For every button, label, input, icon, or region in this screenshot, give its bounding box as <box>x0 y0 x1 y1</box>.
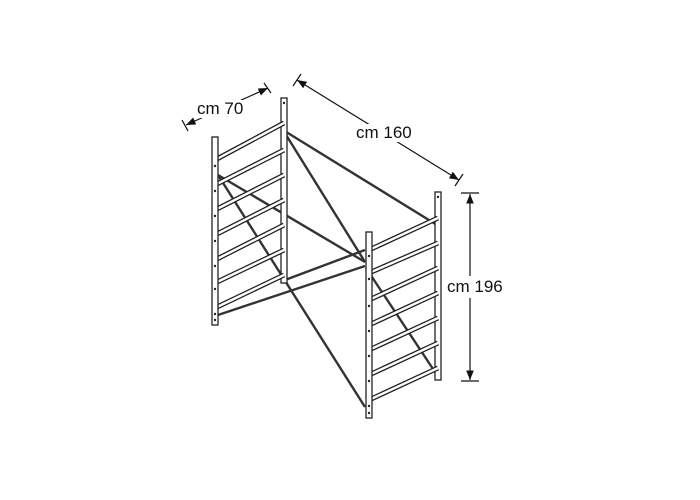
rung-highlight <box>214 223 285 262</box>
depth-dimension-label: cm 70 <box>197 99 244 118</box>
rung-highlight <box>214 121 285 162</box>
rung-highlight <box>368 316 439 352</box>
rung-highlight <box>214 198 285 237</box>
front-post <box>211 136 219 326</box>
rung-highlight <box>368 341 439 377</box>
rung-highlight <box>214 248 285 285</box>
post-hole <box>213 164 217 168</box>
post-hole <box>367 379 371 383</box>
front-post <box>365 231 373 419</box>
rung-highlight <box>368 266 439 302</box>
ladder-frames <box>211 97 442 419</box>
post-hole <box>213 214 217 218</box>
post-hole <box>367 354 371 358</box>
post-hole <box>213 239 217 243</box>
left-ladder-frame <box>211 97 288 326</box>
brace <box>281 129 367 263</box>
post-hole <box>367 254 371 258</box>
brace <box>282 128 438 227</box>
rung-highlight <box>368 216 439 252</box>
post-hole <box>213 318 217 322</box>
back-post <box>434 191 442 381</box>
back-post <box>280 97 288 284</box>
post-hole <box>213 312 217 316</box>
rung-highlight <box>368 366 439 402</box>
post-hole <box>367 411 371 415</box>
height-dimension-label: cm 196 <box>447 276 503 298</box>
rung-highlight <box>214 273 285 310</box>
post-hole <box>367 404 371 408</box>
rung-highlight <box>214 148 285 187</box>
post-hole <box>367 304 371 308</box>
rung-highlight <box>368 241 439 275</box>
post-hole <box>367 329 371 333</box>
post-hole <box>436 195 440 199</box>
brace <box>217 173 366 264</box>
post-hole <box>282 101 286 105</box>
rung-highlight <box>214 173 285 212</box>
cross-braces <box>216 128 438 408</box>
right-ladder-frame <box>365 191 442 419</box>
length-dimension-label: cm 160 <box>353 124 415 142</box>
post-hole <box>213 287 217 291</box>
brace <box>284 248 366 282</box>
rung-highlight <box>368 291 439 327</box>
brace <box>217 264 366 317</box>
post-hole <box>213 264 217 268</box>
brace <box>365 267 438 376</box>
post-hole <box>213 189 217 193</box>
post-hole <box>367 277 371 281</box>
